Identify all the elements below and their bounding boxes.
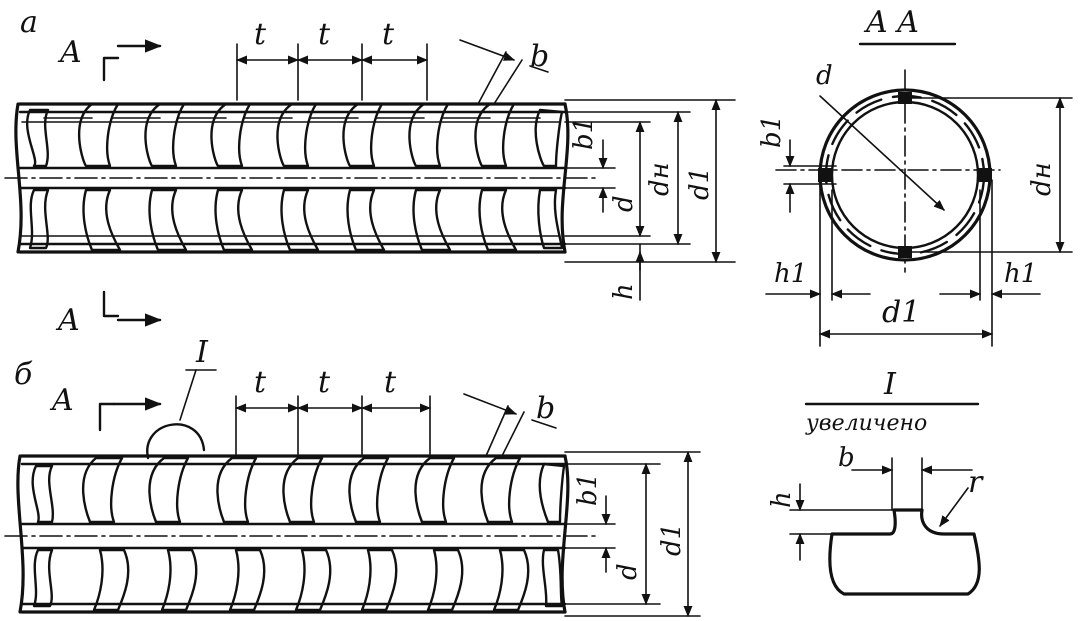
detail-i-r-label: r — [968, 465, 984, 500]
bar-a-rib-width-label: b — [530, 39, 549, 74]
bar-b-d1-label: d1 — [657, 523, 687, 556]
detail-i-r-leader — [939, 487, 969, 527]
bar-a-pitch-label-3: t — [382, 17, 395, 52]
bar-a-rib-width-callout: b — [459, 39, 549, 105]
bar-a-longitudinal-rib — [18, 166, 567, 190]
section-aa-d1-label: d1 — [882, 295, 920, 330]
section-aa-h1-left-label: h1 — [774, 259, 807, 289]
section-aa-b1-label: b1 — [757, 115, 787, 148]
bar-b-b1-label: b1 — [573, 473, 603, 506]
section-aa-d-label: d — [816, 61, 833, 91]
section-aa-d-leader — [819, 95, 945, 211]
section-aa: A A d b1 dн d1 — [757, 5, 1073, 347]
figure-a-label: а — [20, 5, 38, 40]
section-a-marker-bottom-bracket — [102, 290, 120, 318]
section-b-marker-label: A — [49, 383, 74, 418]
bar-b-pitch-label-3: t — [384, 365, 397, 400]
bar-a-dn-label: dн — [645, 162, 675, 196]
figure-b-label: б — [14, 357, 33, 392]
bar-b-rib-width-label: b — [536, 391, 555, 426]
bar-a-pitch-label-2: t — [318, 17, 331, 52]
bar-a-d-label: d — [609, 195, 639, 212]
bar-a-ribs-lower — [28, 188, 564, 252]
bar-b-ribs-upper — [31, 456, 566, 524]
bar-b-pitch-label-1: t — [254, 365, 267, 400]
bar-a-ribs-upper — [25, 102, 564, 168]
detail-i: I увеличено b r h — [767, 367, 984, 596]
detail-i-h-label: h — [767, 491, 797, 508]
bar-b-diameter-dimensions: b1 d d1 — [564, 450, 701, 618]
detail-i-b-label: b — [838, 443, 855, 473]
bar-b-body — [4, 454, 601, 614]
section-aa-notch-right — [978, 168, 992, 182]
detail-i-leader — [179, 369, 197, 421]
bar-b-pitch-dimension: t t t — [234, 365, 432, 455]
bar-a-pitch-label-1: t — [254, 17, 267, 52]
bar-a-pitch-dimension: t t t — [235, 17, 429, 101]
section-aa-title: A A — [863, 5, 919, 40]
section-b-marker-bracket — [98, 402, 116, 432]
detail-i-profile — [828, 508, 981, 596]
detail-i-title: I — [883, 367, 897, 402]
bar-b-d-label: d — [613, 563, 643, 580]
bar-a-body — [4, 102, 601, 254]
bar-b-longitudinal-rib — [20, 522, 567, 550]
detail-i-mark: I — [195, 335, 209, 370]
detail-i-caption: увеличено — [805, 411, 927, 436]
section-aa-dn-label: dн — [1027, 162, 1057, 196]
bar-b-rib-width-callout: b — [463, 391, 557, 457]
section-a-marker-top-label: A — [57, 35, 82, 70]
bar-a-b1-label: b1 — [569, 117, 599, 150]
detail-i-bubble — [146, 423, 206, 460]
section-a-marker-top-bracket — [102, 56, 120, 82]
bar-a-diameter-dimensions: b1 d dн d1 h — [564, 98, 736, 301]
bar-a-d1-label: d1 — [685, 167, 715, 200]
bar-b-ribs-lower — [32, 548, 564, 612]
bar-b-pitch-label-2: t — [318, 365, 331, 400]
section-aa-notch-left — [818, 168, 832, 182]
section-aa-h1-right-label: h1 — [1004, 259, 1037, 289]
figure-a: а A A — [4, 5, 736, 338]
figure-b: б A I — [4, 335, 701, 618]
section-a-marker-bottom-label: A — [55, 303, 80, 338]
bar-a-h-label: h — [609, 283, 639, 300]
